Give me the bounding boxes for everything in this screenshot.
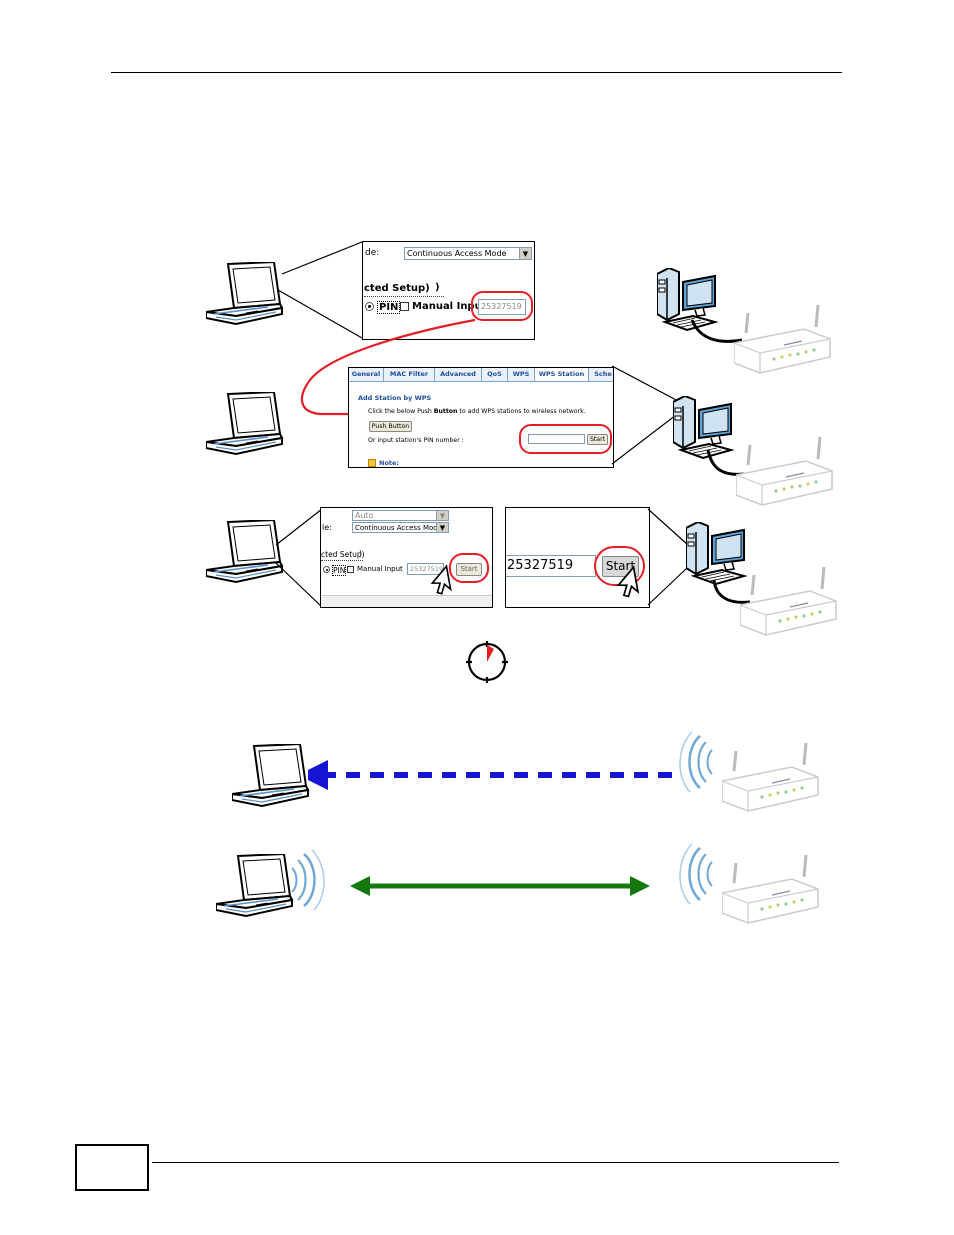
wifi-waves-icon xyxy=(290,848,330,910)
stopwatch-icon xyxy=(464,639,510,685)
mode-select-value: Continuous Access Mode xyxy=(407,249,506,258)
router-icon xyxy=(740,560,840,644)
laptop-icon xyxy=(216,854,296,918)
laptop-icon xyxy=(206,392,286,456)
zoom-pin-field[interactable]: 25327519 xyxy=(505,555,596,577)
page-number-box xyxy=(75,1144,149,1191)
station-pin-highlight-ring xyxy=(519,424,612,454)
note-label: Note: xyxy=(379,459,399,467)
router-icon xyxy=(722,736,822,820)
footer-rule xyxy=(152,1162,839,1163)
chevron-down-icon: ▼ xyxy=(436,511,448,520)
setup-close-paren: ) xyxy=(435,282,440,293)
band-select-value: Auto xyxy=(355,511,374,520)
manual-input-checkbox[interactable] xyxy=(347,566,354,573)
dashed-arrow xyxy=(308,760,680,790)
pin-radio[interactable] xyxy=(323,566,330,573)
instruction-text: Click the below Push Button to add WPS s… xyxy=(368,408,586,415)
tab-qos[interactable]: QoS xyxy=(482,368,508,381)
router-icon xyxy=(736,430,836,514)
setup-underline xyxy=(321,560,363,561)
instruction-post: to add WPS stations to wireless network. xyxy=(457,408,585,415)
band-select[interactable]: Auto ▼ xyxy=(352,510,449,521)
step2-wps-station-panel: General MAC Filter Advanced QoS WPS WPS … xyxy=(348,367,614,468)
tab-mac-filter[interactable]: MAC Filter xyxy=(384,368,435,381)
tab-general[interactable]: General xyxy=(349,368,384,381)
step3-config-panel: Auto ▼ le: Continuous Access Mode ▼ cted… xyxy=(320,507,493,608)
instruction-bold: Button xyxy=(434,408,458,415)
wifi-waves-icon xyxy=(674,730,714,792)
tab-advanced[interactable]: Advanced xyxy=(435,368,482,381)
setup-underline xyxy=(364,296,444,297)
laptop-icon xyxy=(232,744,312,808)
setup-label: cted Setup) xyxy=(364,283,430,294)
mode-label: de: xyxy=(365,248,379,258)
tab-wps-station[interactable]: WPS Station xyxy=(535,368,589,381)
setup-close-paren: ) xyxy=(359,549,362,558)
push-button[interactable]: Push Button xyxy=(369,421,412,432)
pin-label: PIN xyxy=(332,565,346,576)
mode-select[interactable]: Continuous Access Mode ▼ xyxy=(404,247,532,260)
router-icon xyxy=(734,298,834,382)
pin-prompt: Or input station's PIN number : xyxy=(368,437,464,444)
router-icon xyxy=(722,848,822,932)
chevron-down-icon: ▼ xyxy=(519,248,531,259)
manual-input-label: Manual Input xyxy=(357,565,403,573)
radio-dot-icon xyxy=(326,569,328,571)
tab-wps[interactable]: WPS xyxy=(508,368,535,381)
chevron-down-icon: ▼ xyxy=(436,523,448,532)
panel-footer-bar xyxy=(321,595,492,608)
mode-select[interactable]: Continuous Access Mode ▼ xyxy=(352,522,449,533)
instruction-pre: Click the below Push xyxy=(368,408,434,415)
note-icon xyxy=(368,459,376,467)
double-arrow xyxy=(348,870,652,902)
wifi-waves-icon xyxy=(674,842,714,904)
section-title: Add Station by WPS xyxy=(358,394,431,402)
mode-select-value: Continuous Access Mode xyxy=(355,524,442,532)
header-rule xyxy=(111,72,842,73)
mode-label: le: xyxy=(322,523,332,532)
